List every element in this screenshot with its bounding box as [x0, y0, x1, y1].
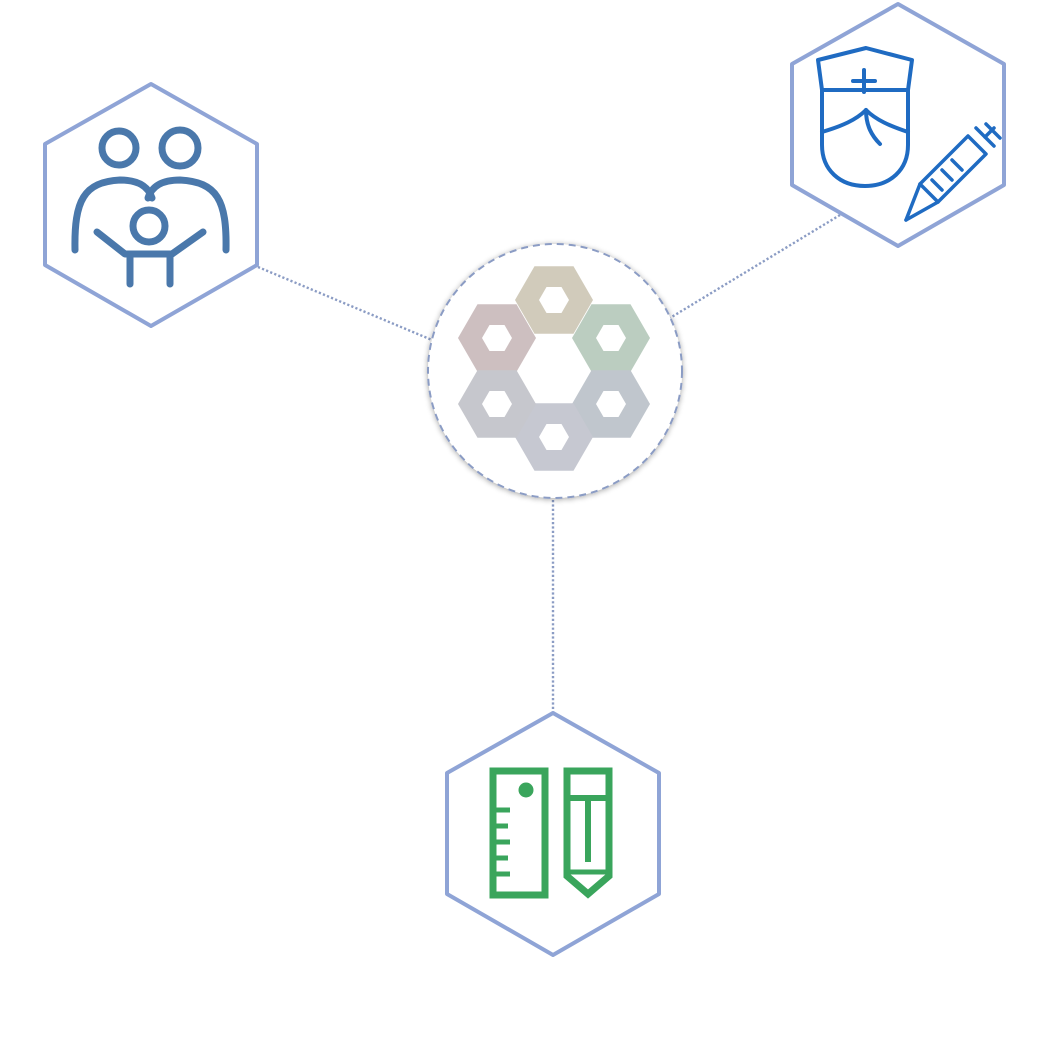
hex-frame-family [43, 82, 259, 328]
nurse-syringe-icon [816, 46, 1002, 222]
family-icon [71, 126, 230, 288]
node-family [43, 82, 259, 328]
hex-frame-tools [445, 711, 661, 957]
hub-node [427, 243, 683, 499]
hub-center-star [532, 352, 576, 393]
pencil-shape [563, 767, 613, 899]
connector-family [257, 265, 433, 342]
node-tools [445, 711, 661, 957]
ruler-shape [489, 767, 549, 899]
ruler-pencil-icon [489, 767, 613, 899]
connectors [257, 213, 841, 712]
connector-nurse [669, 213, 841, 320]
hexagon-cluster-logo [458, 266, 650, 471]
node-nurse [790, 2, 1006, 248]
hex-frame-nurse [790, 2, 1006, 248]
